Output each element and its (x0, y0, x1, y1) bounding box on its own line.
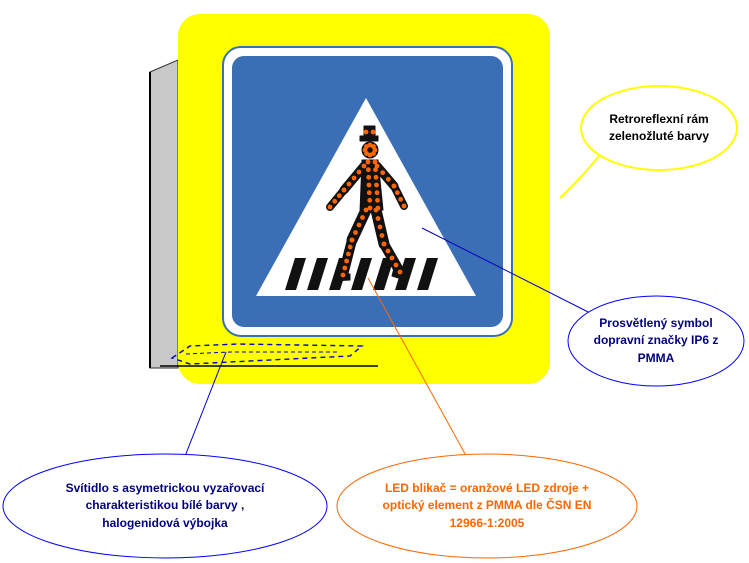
led-dot (347, 244, 353, 250)
led-dot (351, 175, 357, 181)
callout-symbol-ellipse (567, 295, 745, 387)
callout-led-text: LED blikač = oranžové LED zdroje + optic… (345, 462, 629, 550)
led-dot (367, 205, 373, 211)
led-dot (374, 190, 380, 196)
leader-led (367, 277, 475, 471)
led-dot (372, 159, 378, 165)
callout-lamp-ellipse (2, 453, 328, 559)
callout-led-ellipse (336, 453, 638, 559)
led-dot (353, 230, 358, 235)
led-dot (394, 190, 400, 196)
leader-lamp (177, 351, 227, 475)
led-dot (361, 163, 367, 169)
led-dot (391, 183, 397, 189)
led-dot (341, 187, 347, 193)
led-dot (336, 193, 342, 199)
callout-frame-ellipse (580, 85, 738, 171)
led-dot (365, 159, 371, 165)
led-dot (340, 272, 346, 278)
led-dot (363, 129, 369, 135)
led-dot (349, 237, 355, 243)
led-dot (380, 170, 386, 176)
led-dot (371, 144, 376, 149)
led-dot (342, 265, 348, 271)
led-dot (389, 255, 395, 261)
callout-symbol-line-2: dopravní značky IP6 z (593, 333, 719, 348)
leader-symbol (421, 227, 601, 319)
lamp-light-strip (160, 343, 378, 367)
led-dot (373, 167, 378, 173)
callout-lamp-line-2: charakteristikou bílé barvy , (85, 498, 245, 513)
led-dot (374, 182, 379, 188)
led-dot (375, 205, 381, 211)
led-dot (366, 182, 372, 188)
led-dot (346, 251, 351, 257)
led-dot (367, 197, 373, 203)
callout-lamp-line-1: Svítidlo s asymetrickou vyzařovací (65, 480, 265, 495)
led-dot (381, 241, 387, 247)
led-dot (385, 248, 391, 254)
callout-led-line-2: optický element z PMMA dle ČSN EN (382, 498, 592, 513)
led-dot (363, 207, 369, 213)
led-dot (377, 224, 383, 230)
led-dot (393, 262, 399, 268)
callout-led-line-3: 12966-1:2005 (449, 515, 525, 530)
led-dot (356, 222, 362, 228)
led-dot (374, 163, 380, 169)
led-dot (401, 203, 407, 209)
led-dot (346, 181, 352, 187)
led-dot (356, 169, 362, 175)
callout-lamp-text: Svítidlo s asymetrickou vyzařovací chara… (15, 466, 315, 546)
callout-symbol-line-1: Prosvětlený symbol (599, 315, 713, 330)
led-dot (344, 258, 349, 264)
led-dot (332, 198, 338, 204)
callout-symbol-line-3: PMMA (637, 350, 675, 365)
callout-symbol-text: Prosvětlený symbol dopravní značky IP6 z… (571, 300, 741, 382)
callout-frame-text: Retroreflexní rám zelenožluté barvy (587, 98, 731, 158)
lamp-housing (149, 59, 179, 369)
callout-frame-line-2: zelenožluté barvy (608, 129, 710, 143)
led-dot (375, 216, 381, 221)
led-dot (379, 233, 385, 238)
led-dot (365, 167, 371, 173)
callout-frame-line-1: Retroreflexní rám (609, 111, 709, 126)
led-dots (327, 129, 407, 278)
led-dot (373, 174, 379, 180)
callout-led-line-1: LED blikač = oranžové LED zdroje + (384, 480, 590, 495)
led-dot (375, 197, 380, 203)
led-dot (360, 215, 365, 220)
led-dot (398, 196, 404, 202)
walking-pedestrian-icon (326, 125, 409, 282)
callout-lamp-line-3: halogenidová výbojka (102, 515, 228, 530)
led-dot (385, 176, 391, 182)
led-dot (397, 269, 403, 275)
led-dot (327, 204, 333, 210)
led-dot (366, 190, 372, 196)
led-dot (366, 174, 372, 180)
led-dot (370, 129, 376, 135)
